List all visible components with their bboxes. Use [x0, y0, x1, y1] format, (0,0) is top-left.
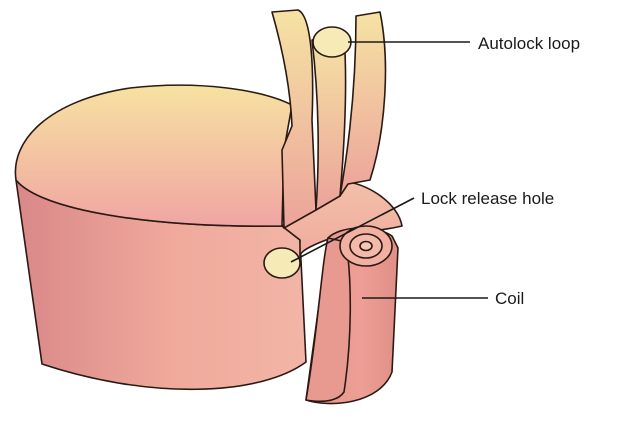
lock-release-hole: [264, 248, 300, 278]
lock-release-hole-label: Lock release hole: [421, 189, 554, 208]
autolock-loop-label: Autolock loop: [478, 34, 580, 53]
loop-strap: [312, 34, 346, 210]
autolock-loop-hole: [313, 27, 351, 57]
coil-label: Coil: [495, 289, 524, 308]
coil: [306, 226, 398, 404]
